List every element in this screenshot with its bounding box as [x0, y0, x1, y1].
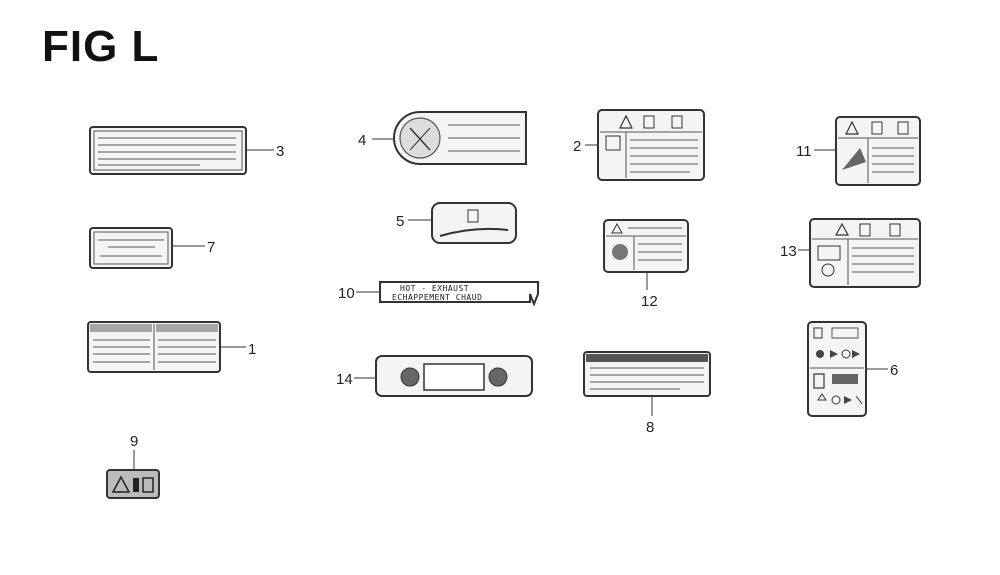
callout-7: 7	[207, 239, 215, 256]
callout-3: 3	[276, 143, 284, 160]
label-2[interactable]	[597, 109, 705, 181]
callout-1: 1	[248, 341, 256, 358]
callout-13: 13	[780, 243, 797, 260]
label-4[interactable]	[393, 111, 527, 165]
callout-14: 14	[336, 371, 353, 388]
callout-9: 9	[130, 433, 138, 450]
callout-6: 6	[890, 362, 898, 379]
label-14[interactable]	[375, 355, 533, 397]
label-1[interactable]	[87, 321, 221, 373]
label-10[interactable]: HOT - EXHAUST ECHAPPEMENT CHAUD	[379, 281, 539, 307]
label-3[interactable]	[89, 126, 247, 175]
callout-12: 12	[641, 293, 658, 310]
label-5[interactable]	[431, 202, 517, 244]
label-7[interactable]	[89, 227, 173, 269]
callout-11: 11	[796, 143, 812, 160]
callout-5: 5	[396, 213, 404, 230]
label-10-line1: HOT - EXHAUST	[400, 284, 469, 293]
label-8[interactable]	[583, 351, 711, 397]
label-10-line2: ECHAPPEMENT CHAUD	[392, 293, 482, 302]
callout-10: 10	[338, 285, 355, 302]
label-11[interactable]	[835, 116, 921, 186]
callout-8: 8	[646, 419, 654, 436]
label-9[interactable]	[106, 469, 160, 499]
label-12[interactable]	[603, 219, 689, 273]
label-13[interactable]	[809, 218, 921, 288]
figure-title: FIG L	[42, 22, 160, 71]
callout-2: 2	[573, 138, 581, 155]
label-6[interactable]	[807, 321, 867, 417]
callout-4: 4	[358, 132, 366, 149]
